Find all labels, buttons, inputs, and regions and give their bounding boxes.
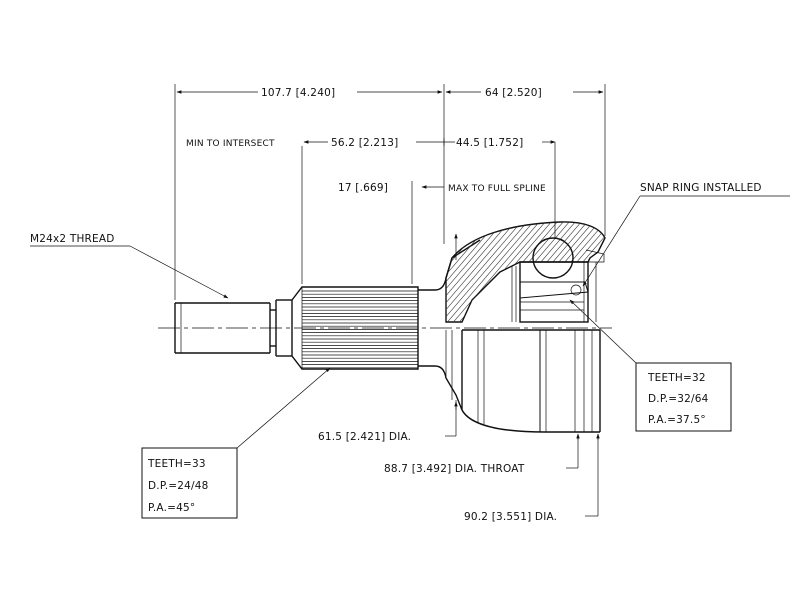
full-spline-value: 17 [.669] (338, 182, 388, 194)
spline-teeth-lines (302, 290, 418, 369)
hatch-line (539, 221, 605, 322)
hatch-line (581, 221, 605, 322)
hatch-line (228, 200, 348, 340)
hatch-line (186, 200, 306, 340)
hatch-line (276, 200, 396, 340)
hatch-line (204, 200, 324, 340)
hatch-line (618, 200, 738, 340)
section-hatching (180, 200, 756, 340)
spline-spec-box: TEETH=33 D.P.=24/48 P.A.=45° (141, 367, 331, 519)
hatch-line (446, 221, 541, 322)
snap-ring-label: SNAP RING INSTALLED (640, 182, 762, 194)
min-to-intersect-dimension: MIN TO INTERSECT 56.2 [2.213] 44.5 [1.75… (186, 137, 556, 284)
spline-dp-spec: D.P.=24/48 (148, 480, 209, 492)
hatch-line (240, 200, 360, 340)
inner-pa-spec: P.A.=37.5° (648, 414, 706, 426)
outer-diameter-callout: 90.2 [3.551] DIA. (464, 433, 600, 523)
hatch-line (503, 221, 605, 322)
hatch-line (533, 221, 605, 322)
hatch-line (270, 200, 390, 340)
bell-neck (418, 239, 481, 411)
hatch-line (288, 200, 408, 340)
hatch-line (624, 200, 744, 340)
hatch-line (612, 200, 732, 340)
full-spline-label: MAX TO FULL SPLINE (448, 184, 546, 194)
hatch-line (324, 200, 444, 340)
throat-diameter-label: 88.7 [3.492] DIA. THROAT (384, 463, 525, 475)
hatch-line (192, 200, 312, 340)
spline-teeth-spec: TEETH=33 (147, 458, 206, 470)
bell-depth-dimension: 44.5 [1.752] (456, 137, 523, 149)
hatch-line (587, 221, 605, 322)
hatch-line (551, 221, 605, 322)
inner-teeth-spec: TEETH=32 (647, 372, 706, 384)
hatch-line (515, 221, 605, 322)
hatch-line (636, 200, 756, 340)
hatch-line (318, 200, 438, 340)
full-spline-dimension: 17 [.669] MAX TO FULL SPLINE (338, 181, 546, 284)
spline-pa-spec: P.A.=45° (148, 502, 195, 514)
hatch-line (491, 221, 605, 322)
outer-diameter-label: 90.2 [3.551] DIA. (464, 511, 557, 523)
splined-shaft (291, 286, 419, 370)
hatch-line (312, 200, 432, 340)
hatch-line (630, 200, 750, 340)
hatch-line (306, 200, 426, 340)
hatch-line (545, 221, 605, 322)
hatch-line (282, 200, 402, 340)
hatch-line (222, 200, 342, 340)
hatch-line (446, 221, 451, 322)
hatch-line (300, 200, 420, 340)
hatch-line (246, 200, 366, 340)
overall-length-dimension: 107.7 [4.240] 64 [2.520] (174, 84, 606, 300)
overall-right-dimension: 64 [2.520] (485, 87, 542, 99)
hatch-line (234, 200, 354, 340)
hatch-line (575, 221, 605, 322)
hatch-line (599, 221, 605, 322)
snap-ring-callout: SNAP RING INSTALLED (582, 182, 790, 287)
inner-dp-spec: D.P.=32/64 (648, 393, 709, 405)
thread-label: M24x2 THREAD (30, 233, 115, 245)
hatch-line (294, 200, 414, 340)
hatch-line (593, 221, 605, 322)
inner-race-and-ball (511, 237, 605, 323)
hatch-line (509, 221, 605, 322)
min-to-intersect-value: 56.2 [2.213] (331, 137, 398, 149)
seal-diameter-callout: 61.5 [2.421] DIA. (318, 233, 458, 443)
hatch-line (446, 221, 565, 322)
hatch-line (446, 221, 457, 322)
hatch-line (557, 221, 605, 322)
inner-spec-box: TEETH=32 D.P.=32/64 P.A.=37.5° (569, 299, 732, 432)
hatch-line (264, 200, 384, 340)
hatch-line (180, 200, 300, 340)
throat-diameter-callout: 88.7 [3.492] DIA. THROAT (384, 433, 580, 475)
hatch-line (446, 221, 529, 322)
seal-diameter-label: 61.5 [2.421] DIA. (318, 431, 411, 443)
thread-callout: M24x2 THREAD (30, 233, 229, 299)
min-to-intersect-label: MIN TO INTERSECT (186, 139, 275, 149)
hatch-line (198, 200, 318, 340)
overall-left-dimension: 107.7 [4.240] (261, 87, 335, 99)
